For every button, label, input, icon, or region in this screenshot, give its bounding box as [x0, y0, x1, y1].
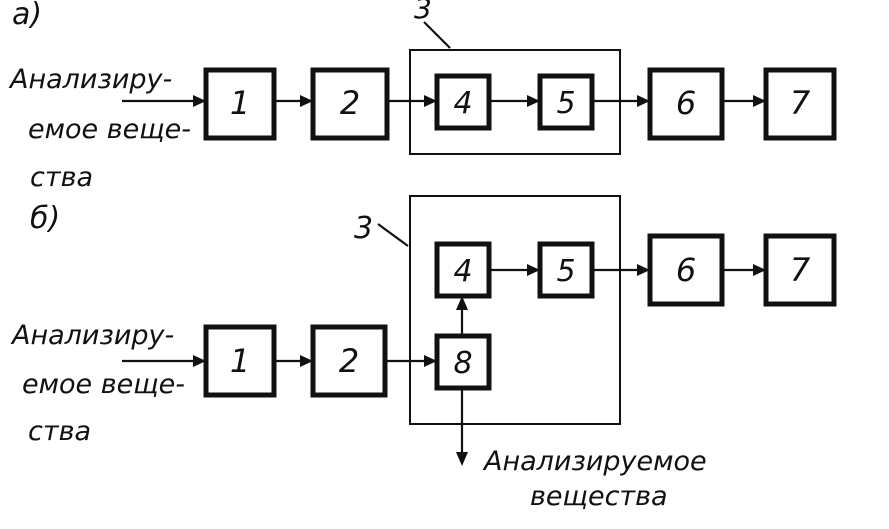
- block-a-1: 1: [203, 67, 277, 141]
- arrow-head: [456, 452, 468, 466]
- block-b-7-label: 7: [790, 251, 811, 289]
- block-b-1-label: 1: [230, 342, 250, 380]
- input-label-a-line-2: емое веще-: [28, 114, 191, 145]
- input-label-a-line-1: Анализиру-: [8, 64, 172, 95]
- arrow-head: [193, 95, 206, 107]
- block-a-2: 2: [310, 67, 390, 141]
- block-a-6-label: 6: [676, 84, 696, 122]
- input-label-a: Анализиру- емое веще- ства: [8, 64, 200, 193]
- block-a-1-label: 1: [230, 84, 250, 122]
- panel-label-a: а): [12, 0, 42, 32]
- group-label-b: 3: [354, 211, 373, 246]
- group-leader-b: [377, 223, 409, 247]
- output-label-b-line-1: Анализируемое: [482, 446, 707, 477]
- arrows-b: [122, 264, 766, 466]
- block-b-4: 4: [434, 241, 492, 299]
- block-a-7: 7: [763, 67, 837, 141]
- arrow-head: [300, 355, 313, 367]
- arrow-head: [527, 95, 540, 107]
- input-label-a-line-3: ства: [30, 162, 93, 193]
- block-b-8-label: 8: [453, 346, 472, 381]
- output-label-b-line-2: вещества: [530, 481, 668, 512]
- arrow-head: [637, 264, 650, 276]
- input-label-b-line-3: ства: [28, 416, 91, 447]
- block-a-6: 6: [647, 67, 725, 141]
- arrows-a: [122, 95, 766, 107]
- arrow-head: [300, 95, 313, 107]
- group-leader-a: [423, 21, 451, 49]
- block-b-7: 7: [763, 233, 837, 307]
- block-a-4: 4: [434, 73, 492, 131]
- block-a-7-label: 7: [790, 84, 811, 122]
- block-b-1: 1: [203, 324, 277, 398]
- input-label-b-line-2: емое веще-: [22, 369, 185, 400]
- group-label-a: 3: [414, 0, 432, 25]
- input-label-b: Анализиру- емое веще- ства: [10, 320, 194, 447]
- input-label-b-line-1: Анализиру-: [10, 320, 174, 351]
- panel-label-b: б): [30, 201, 60, 236]
- arrow-head: [637, 95, 650, 107]
- block-a-4-label: 4: [453, 86, 472, 121]
- arrow-head: [753, 264, 766, 276]
- block-b-2: 2: [310, 324, 388, 398]
- block-b-2-label: 2: [339, 342, 359, 380]
- arrow-head: [424, 95, 437, 107]
- block-b-5-label: 5: [556, 254, 575, 289]
- block-b-5: 5: [537, 241, 595, 299]
- block-b-6-label: 6: [676, 251, 696, 289]
- diagram-a: а) 3 Анализиру- емое веще- ства: [8, 0, 837, 193]
- arrow-head: [527, 264, 540, 276]
- block-a-5: 5: [537, 73, 595, 131]
- arrow-head: [753, 95, 766, 107]
- arrow-head: [424, 355, 437, 367]
- output-label-b: Анализируемое вещества: [482, 446, 715, 512]
- block-b-8: 8: [434, 333, 492, 391]
- block-a-2-label: 2: [340, 84, 360, 122]
- diagram-b: б) 3 Анализиру- емое веще- ства Анализир…: [10, 195, 837, 512]
- arrow-head: [193, 355, 206, 367]
- block-b-6: 6: [647, 233, 725, 307]
- group-frame-b: [409, 195, 621, 425]
- block-a-5-label: 5: [556, 86, 575, 121]
- block-b-4-label: 4: [453, 254, 472, 289]
- arrow-head: [456, 296, 468, 310]
